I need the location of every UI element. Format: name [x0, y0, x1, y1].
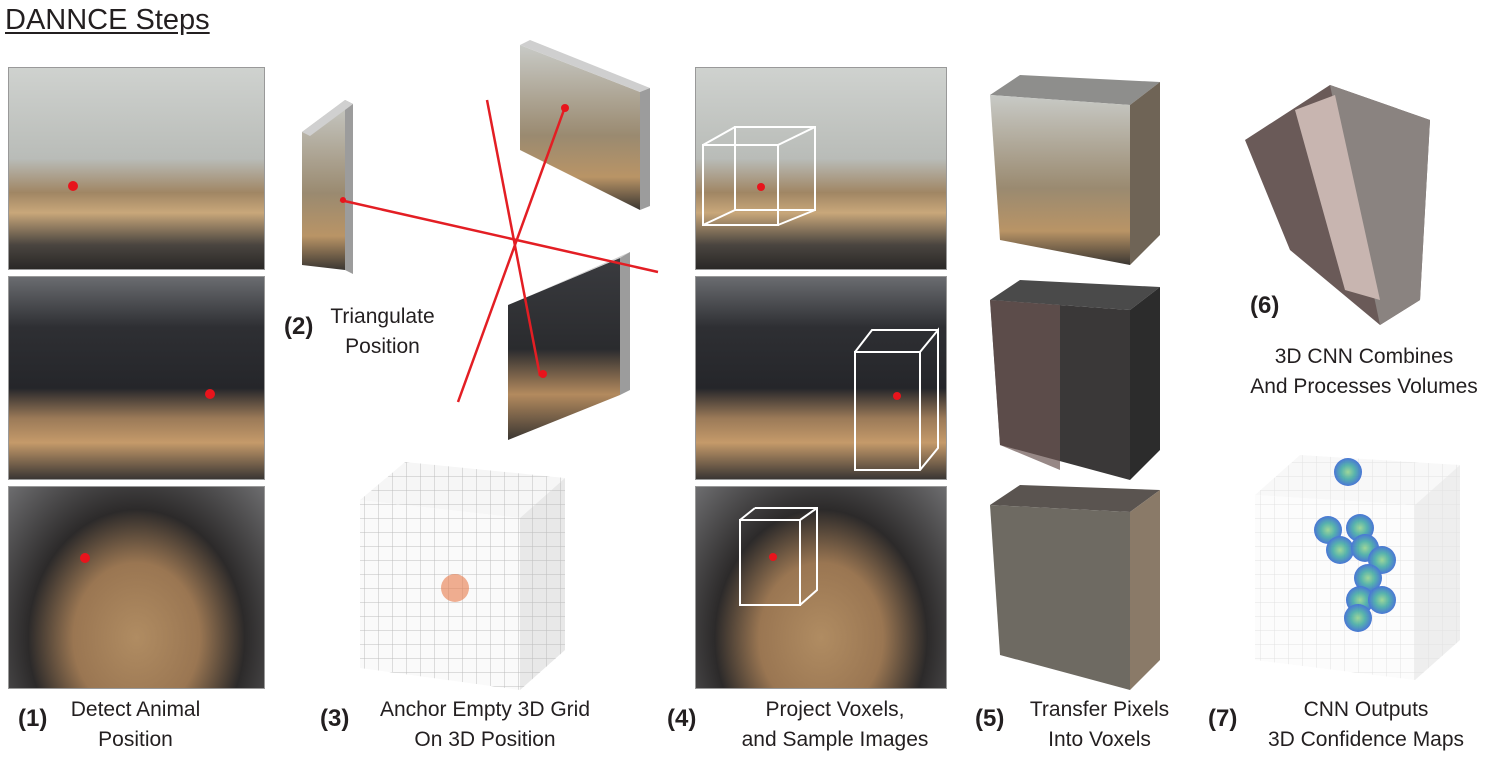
step-4-label: Project Voxels,and Sample Images — [741, 698, 929, 751]
triangulation-rays — [339, 99, 659, 403]
step-4-number: (4) — [667, 705, 697, 732]
step-3-number: (3) — [320, 705, 350, 732]
voxel-cube-3 — [990, 485, 1160, 690]
voxel-cube-2 — [990, 280, 1160, 480]
projected-view-2 — [695, 276, 947, 480]
confidence-map-cube — [1255, 455, 1460, 680]
camera-view-3 — [8, 486, 265, 689]
voxel-wireframes — [702, 126, 939, 606]
marker-dot — [80, 553, 90, 563]
marker-dot — [205, 389, 215, 399]
camera-panel-bottom — [508, 252, 630, 440]
step-2-number: (2) — [284, 313, 314, 340]
projected-view-1 — [695, 67, 947, 270]
detected-position-markers — [68, 181, 215, 563]
camera-view-1 — [8, 67, 265, 270]
step-1-number: (1) — [18, 705, 48, 732]
camera-view-2 — [8, 276, 265, 480]
step-5-number: (5) — [975, 705, 1005, 732]
anchor-position-sphere — [441, 574, 469, 602]
empty-3d-grid-cube — [360, 462, 565, 690]
marker-dot — [68, 181, 78, 191]
page-title: DANNCE Steps — [5, 4, 210, 36]
step-6-number: (6) — [1250, 292, 1280, 319]
camera-panel-top — [520, 40, 650, 210]
combined-volume — [1245, 85, 1430, 325]
camera-panel-left — [302, 100, 353, 274]
step-7-number: (7) — [1208, 705, 1238, 732]
voxel-cube-1 — [990, 75, 1160, 265]
confidence-blobs — [1314, 458, 1396, 632]
projected-view-3 — [695, 486, 947, 689]
